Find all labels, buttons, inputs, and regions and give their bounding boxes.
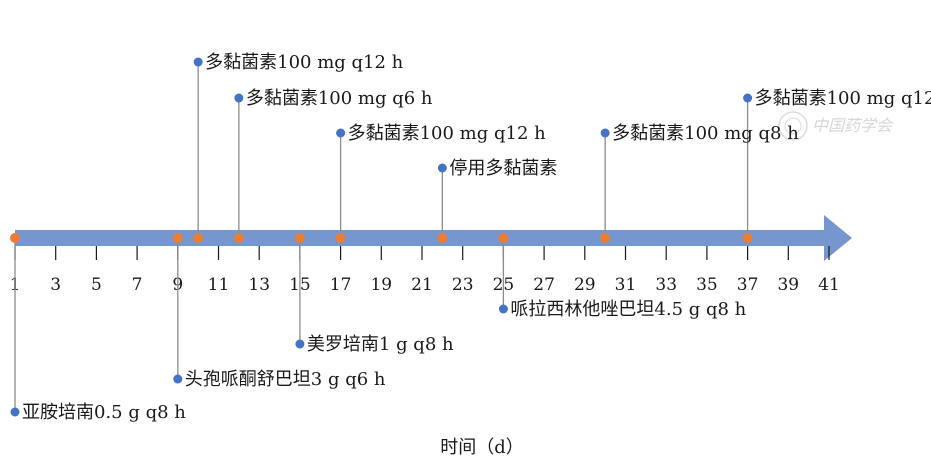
tick-label: 29 — [574, 275, 596, 295]
tick-label: 27 — [533, 275, 555, 295]
tick-label: 39 — [777, 275, 799, 295]
tick-label: 41 — [818, 275, 840, 295]
event-dot — [498, 304, 508, 314]
event-label: 停用多黏菌素 — [449, 158, 557, 179]
arrow-shaft — [15, 230, 827, 246]
axis-marker — [437, 233, 448, 243]
event-labels: 多黏菌素100 mg q12 h 多黏菌素100 mg q6 h 多黏菌素100 m… — [22, 52, 931, 423]
timeline-arrow — [15, 215, 852, 261]
event-dot — [295, 339, 305, 349]
event-label: 多黏菌素100 mg q12 h — [755, 88, 931, 109]
event-label: 美罗培南1 g q8 h — [307, 334, 454, 355]
axis-marker — [498, 233, 509, 243]
tick-label: 3 — [50, 275, 61, 295]
axis-marker — [233, 233, 244, 243]
event-dot — [193, 57, 203, 67]
event-label: 多黏菌素100 mg q8 h — [612, 123, 799, 144]
axis-title: 时间（d） — [440, 437, 524, 458]
event-dot — [437, 163, 447, 173]
axis-marker — [600, 233, 611, 243]
tick-label: 13 — [248, 275, 270, 295]
axis-marker — [742, 233, 753, 243]
tick-label: 31 — [615, 275, 637, 295]
event-label: 多黏菌素100 mg q6 h — [246, 88, 433, 109]
axis-marker — [193, 233, 204, 243]
tick-label: 37 — [737, 275, 759, 295]
arrow-head — [824, 215, 852, 261]
axis-marker — [335, 233, 346, 243]
event-dot — [743, 93, 753, 103]
tick-label: 7 — [132, 275, 143, 295]
watermark-text: 中国药学会 — [812, 116, 894, 135]
event-dot — [173, 374, 183, 384]
event-stems — [10, 57, 753, 417]
watermark: 中国药学会 — [778, 111, 894, 141]
tick-label: 35 — [696, 275, 718, 295]
tick-label: 23 — [452, 275, 474, 295]
tick-label: 5 — [91, 275, 102, 295]
event-label: 亚胺培南0.5 g q8 h — [22, 402, 186, 423]
event-label: 多黏菌素100 mg q12 h — [205, 52, 404, 73]
tick-label: 17 — [330, 275, 352, 295]
event-dot — [234, 93, 244, 103]
tick-label: 33 — [655, 275, 677, 295]
event-dot — [336, 128, 346, 138]
axis-markers — [10, 233, 753, 243]
event-label: 多黏菌素100 mg q12 h — [348, 123, 547, 144]
event-label: 头孢哌酮舒巴坦3 g q6 h — [185, 369, 386, 390]
axis-marker — [172, 233, 183, 243]
axis-marker — [294, 233, 305, 243]
axis-marker — [10, 233, 20, 243]
event-dot — [10, 407, 20, 417]
event-dot — [600, 128, 610, 138]
tick-label: 21 — [411, 275, 433, 295]
seal-logo-icon — [778, 111, 808, 141]
seal-logo-inner — [784, 117, 802, 135]
tick-label: 19 — [370, 275, 392, 295]
tick-label: 11 — [208, 275, 230, 295]
event-label: 哌拉西林他唑巴坦4.5 g q8 h — [510, 299, 746, 320]
